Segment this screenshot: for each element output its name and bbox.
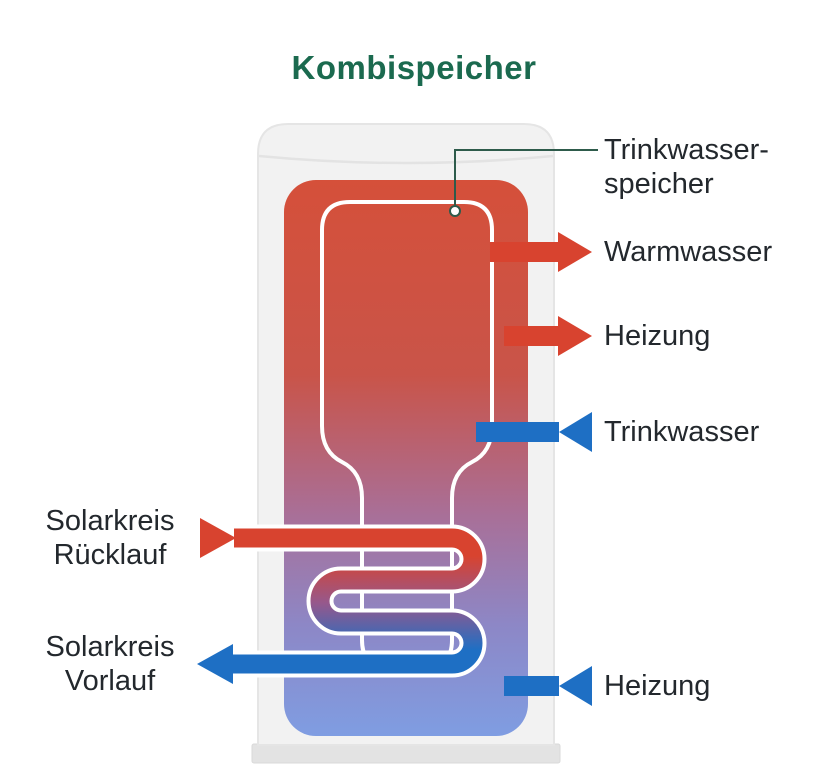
arrow-heizung-out-bar [504,326,559,346]
arrow-trinkwasser [476,412,592,452]
arrow-heizung-in [504,666,592,706]
label-trinkwasserspeicher-line1: Trinkwasser- [604,134,769,166]
label-trinkwasserspeicher: Trinkwasser- speicher [604,133,769,201]
label-heizung-out: Heizung [604,320,711,352]
label-solarkreis-ruecklauf-line1: Solarkreis [45,505,175,537]
callout-line [454,149,598,205]
arrow-heizung-in-bar [504,676,559,696]
label-solarkreis-vorlauf-line1: Solarkreis [45,631,175,663]
tank-base [251,743,561,764]
tank-lid-seam [258,154,554,165]
arrow-solar-vorlauf-head [197,644,233,684]
arrow-trinkwasser-bar [476,422,559,442]
arrow-heizung-out [504,316,592,356]
label-heizung-in: Heizung [604,670,711,702]
label-trinkwasserspeicher-line2: speicher [604,168,714,200]
arrow-heizung-out-head [558,316,592,356]
solar-coil-pipe [231,528,483,674]
label-trinkwasser: Trinkwasser [604,416,760,448]
arrow-trinkwasser-head [559,412,592,452]
label-solarkreis-ruecklauf: Solarkreis Rücklauf [24,504,196,572]
diagram-title: Kombispeicher [291,49,537,86]
arrow-warmwasser-head [558,232,592,272]
arrow-warmwasser [490,232,592,272]
tank-water-body [284,180,528,736]
label-warmwasser: Warmwasser [604,236,773,268]
arrow-solar-ruecklauf-head [200,518,236,558]
label-solarkreis-vorlauf: Solarkreis Vorlauf [24,630,196,698]
arrow-heizung-in-head [559,666,592,706]
label-solarkreis-ruecklauf-line2: Rücklauf [53,539,167,571]
label-solarkreis-vorlauf-line2: Vorlauf [64,665,156,697]
arrow-warmwasser-bar [490,242,559,262]
callout-marker [449,205,461,217]
